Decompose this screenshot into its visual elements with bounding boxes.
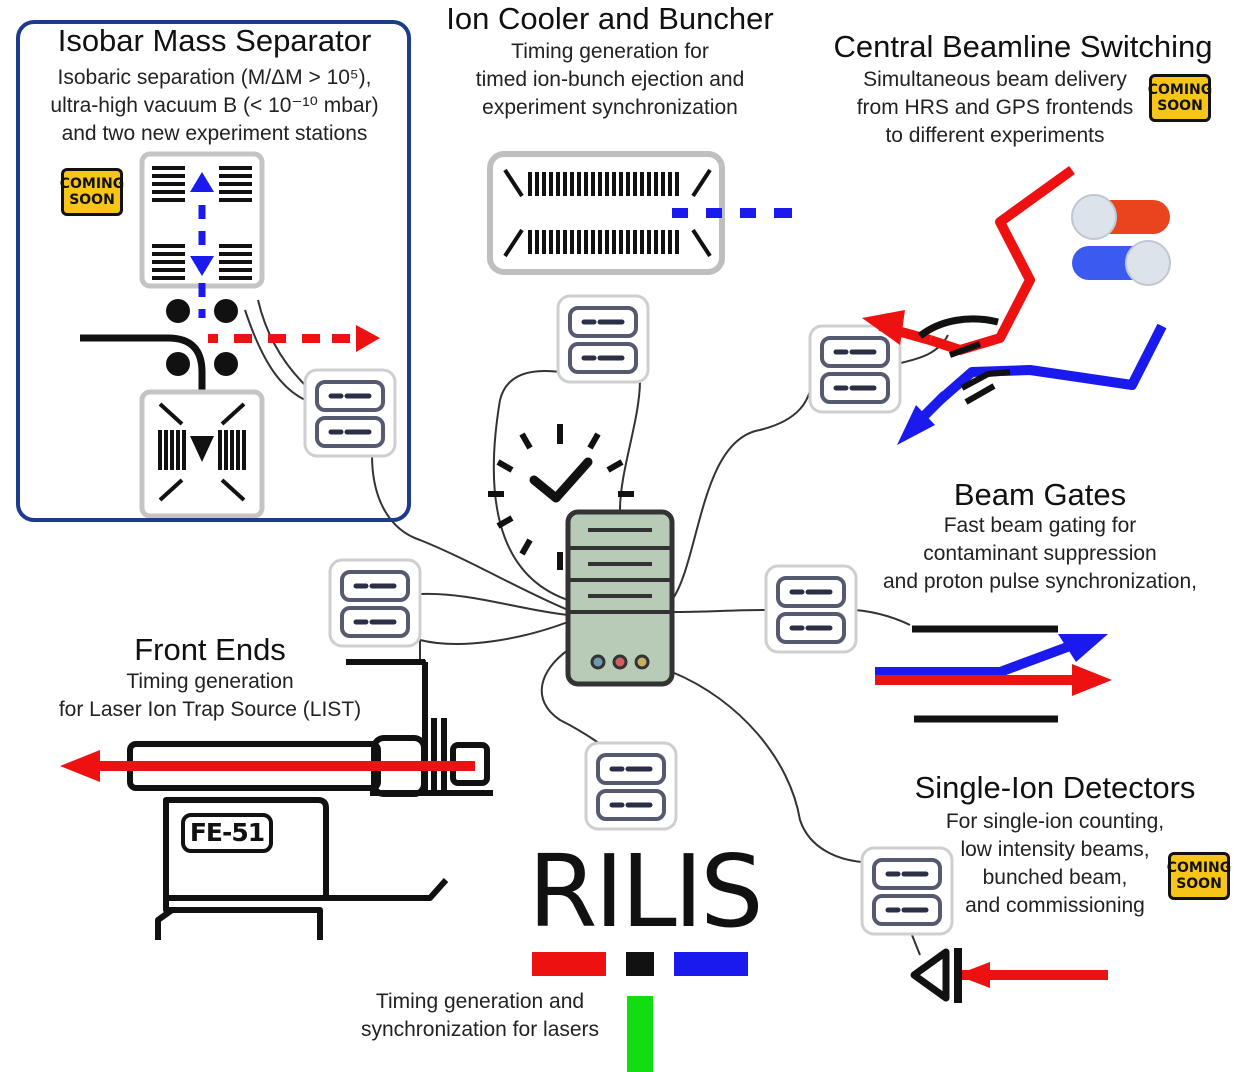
timing-node-switching [810,326,900,412]
cooler-buncher-device [440,151,792,275]
lasers-desc-2: synchronization for lasers [360,1018,600,1041]
frontends-title: Front Ends [134,632,286,667]
detectors-desc-3: bunched beam, [982,866,1128,889]
fe51-label: FE-51 [181,813,273,853]
cooler-desc-3: experiment synchronization [482,96,738,119]
single-ion-detector-device [910,948,1108,1003]
beam-gate-device [875,625,1112,723]
front-end-device [127,659,493,940]
badge-line-1: COMING [1166,860,1232,876]
detectors-desc-4: and commissioning [965,894,1145,917]
gates-desc-1: Fast beam gating for [943,514,1137,537]
timing-node-cooler [558,296,648,382]
isobar-desc-1: Isobaric separation (M/ΔM > 10⁵), [57,66,372,89]
badge-line-2: SOON [69,192,115,208]
timing-node-lasers [586,743,676,829]
coming-soon-badge-isobar: COMING SOON [59,168,125,216]
badge-line-1: COMING [59,176,125,192]
isobar-desc-2: ultra-high vacuum B (< 10⁻¹⁰ mbar) [50,94,379,117]
isobar-panel-frame [16,20,411,522]
cooler-desc-1: Timing generation for [511,40,709,63]
central-server-icon [565,509,675,687]
toggle-switch-icons [1071,194,1171,286]
beamline-switch-device [862,165,1167,445]
gates-desc-3: and proton pulse synchronization, [882,570,1198,593]
frontends-desc-2: for Laser Ion Trap Source (LIST) [58,698,362,721]
isobar-separator-device [80,151,380,519]
switching-desc-1: Simultaneous beam delivery [863,68,1127,91]
detectors-desc-2: low intensity beams, [960,838,1150,861]
detectors-title: Single-Ion Detectors [914,770,1196,805]
lasers-desc-1: Timing generation and [375,990,585,1013]
rilis-logo: RILIS [528,833,764,950]
cooler-desc-2: timed ion-bunch ejection and [475,68,745,91]
coming-soon-badge-detectors: COMING SOON [1166,852,1232,900]
isobar-desc-3: and two new experiment stations [61,122,368,145]
isobar-title: Isobar Mass Separator [57,23,372,58]
badge-line-1: COMING [1147,82,1213,98]
laser-color-bars [532,952,748,1072]
gates-desc-2: contaminant suppression [923,542,1157,565]
front-end-beam-arrow [60,750,475,782]
detectors-desc-1: For single-ion counting, [945,810,1165,833]
switching-desc-3: to different experiments [885,124,1105,147]
gates-title: Beam Gates [953,477,1127,512]
timing-node-gates [766,566,856,652]
coming-soon-badge-switching: COMING SOON [1147,74,1213,122]
cooler-title: Ion Cooler and Buncher [446,1,774,36]
switching-title: Central Beamline Switching [833,29,1213,64]
clock-icon [488,424,634,570]
switching-desc-2: from HRS and GPS frontends [856,96,1134,119]
badge-line-2: SOON [1157,98,1203,114]
badge-line-2: SOON [1176,876,1222,892]
frontends-desc-1: Timing generation [126,670,294,693]
